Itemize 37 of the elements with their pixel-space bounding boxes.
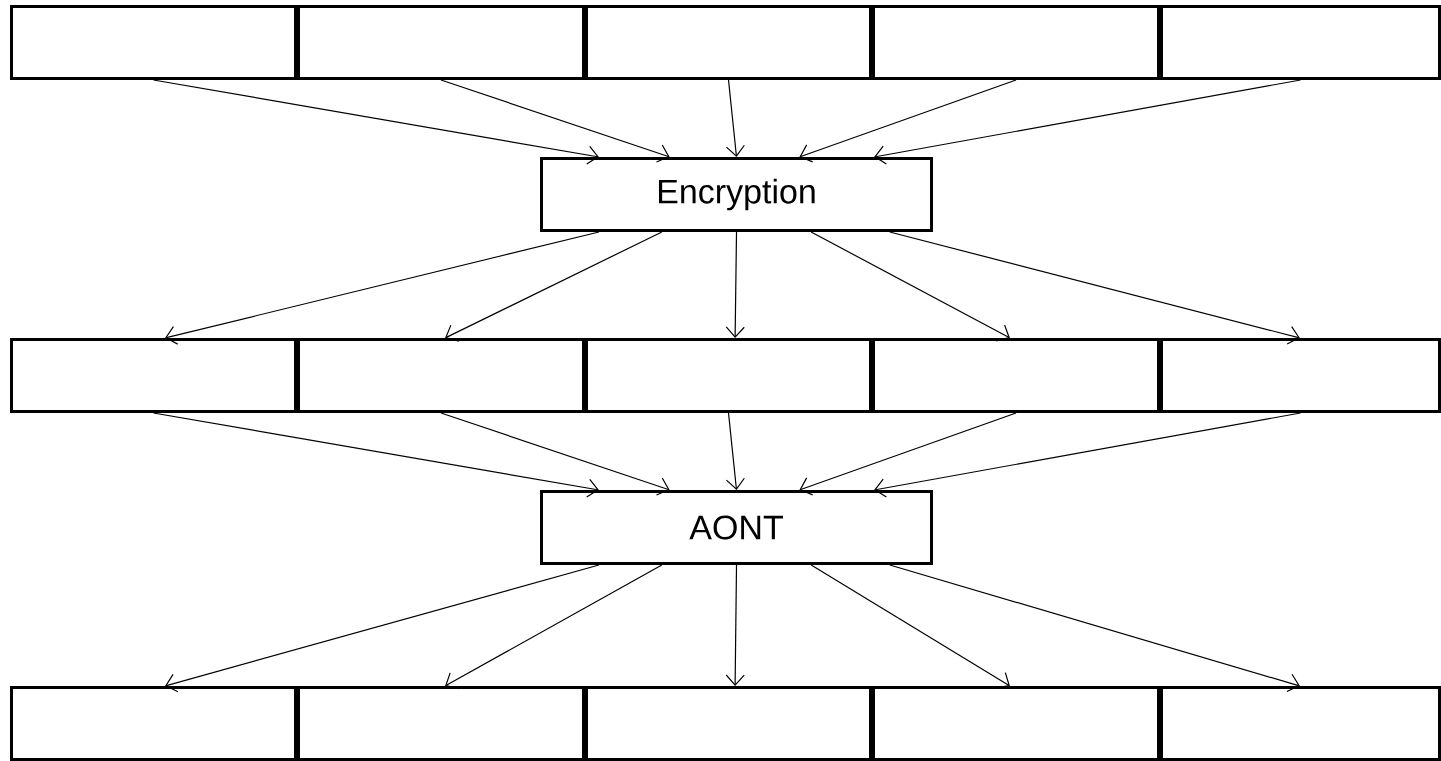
arrow [725,231,745,338]
arrow [725,564,745,686]
arrow [874,412,1302,498]
arrow [152,412,599,498]
arrow [810,564,1010,689]
arrow [164,231,600,345]
process-box: Encryption [540,157,933,232]
empty-box [1160,5,1441,80]
arrow [440,79,670,163]
arrow [445,231,663,342]
arrow [165,564,600,693]
empty-box [1160,686,1441,761]
empty-box [872,686,1160,761]
empty-box [297,5,585,80]
empty-box [297,338,585,413]
empty-box [872,5,1160,80]
arrow [810,231,1010,342]
empty-box [585,5,872,80]
arrow [889,564,1300,693]
arrow [874,79,1302,165]
arrow [445,564,663,690]
empty-box [10,5,297,80]
empty-box [1160,338,1441,413]
arrow [799,79,1017,163]
empty-box [297,686,585,761]
arrow [152,79,599,165]
arrow [725,412,745,490]
empty-box [10,338,297,413]
process-box: AONT [540,490,933,565]
arrow [889,231,1300,345]
empty-box [10,686,297,761]
empty-box [872,338,1160,413]
empty-box [585,686,872,761]
arrow [725,79,745,157]
empty-box [585,338,872,413]
arrow [440,412,670,496]
arrow [799,412,1017,496]
